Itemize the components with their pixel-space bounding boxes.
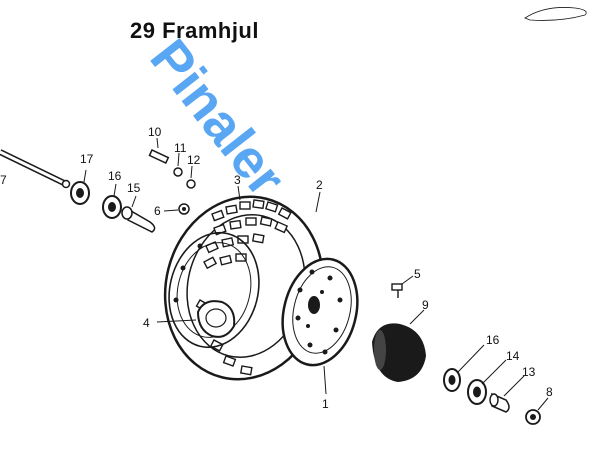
nut-part-12 — [186, 165, 196, 189]
bearing-part-16-right — [443, 344, 485, 392]
callout-5: 5 — [414, 267, 421, 281]
tube-part-4 — [156, 300, 236, 338]
callout-16-right: 16 — [486, 333, 500, 347]
callout-7: 7 — [0, 173, 7, 187]
callout-14: 14 — [506, 349, 520, 363]
spacer-part-15 — [121, 195, 156, 233]
callout-1: 1 — [322, 397, 329, 411]
brake-panel-part-9 — [372, 309, 426, 382]
callout-13: 13 — [522, 365, 536, 379]
callout-15: 15 — [127, 181, 141, 195]
nut-part-6 — [163, 203, 190, 215]
callout-9: 9 — [422, 298, 429, 312]
callout-8: 8 — [546, 385, 553, 399]
corner-logo — [524, 7, 587, 21]
washer-part-11 — [173, 152, 183, 177]
callout-11: 11 — [174, 141, 187, 155]
spacer-part-13 — [489, 375, 525, 413]
callout-10: 10 — [148, 125, 162, 139]
seal-part-14 — [467, 359, 507, 405]
diagram-title: 29 Framhjul — [130, 18, 259, 43]
hub-part-1 — [281, 257, 359, 395]
callout-2: 2 — [316, 178, 323, 192]
callout-17: 17 — [80, 152, 94, 166]
callout-3: 3 — [234, 173, 241, 187]
watermark-text: Pinaler — [139, 28, 297, 207]
callout-12: 12 — [187, 153, 201, 167]
bolt-part-10 — [148, 137, 170, 165]
callout-6: 6 — [154, 204, 161, 218]
nut-part-8 — [525, 397, 549, 425]
bearing-part-16-left — [102, 183, 122, 219]
axle-part-7 — [0, 149, 71, 189]
callout-16-left: 16 — [108, 169, 122, 183]
rim-part-2 — [168, 191, 321, 349]
bolt-part-5 — [391, 275, 414, 298]
callout-4: 4 — [143, 316, 150, 330]
bearing-part-17 — [70, 169, 90, 205]
